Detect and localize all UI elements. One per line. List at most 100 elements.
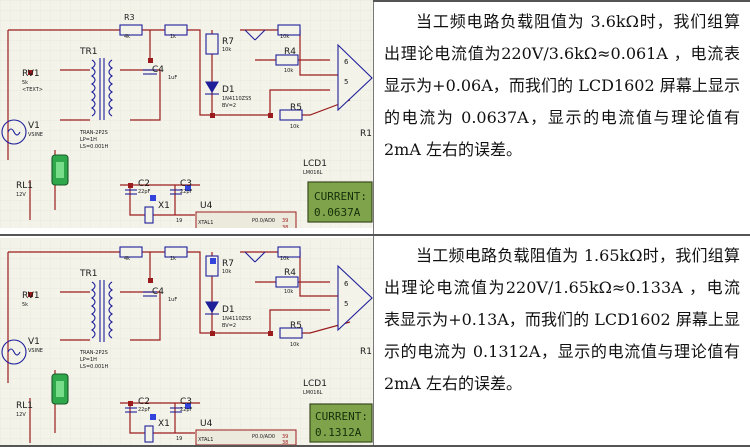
label-r4: R4 (284, 268, 296, 278)
label-r1: R1 (360, 129, 372, 139)
label-pin38: 38 (282, 440, 288, 445)
table-row-separator (0, 234, 750, 236)
label-lcd1: LCD1 (303, 379, 327, 389)
schematic-svg-1: TR1 TRAN-2P2S LP=1H LS=0.001H RV1 5k <TE… (0, 0, 373, 228)
label-c2-val: 22pF (138, 407, 151, 413)
label-c4: C4 (152, 65, 164, 75)
label-tr1: TR1 (79, 47, 97, 57)
schematic-svg-2: TR1 TRAN-2P2S LP=1H LS=0.001H RV1 5k V1 … (0, 238, 373, 445)
label-rv1-val: 5k (22, 80, 28, 86)
table-row-1: TR1 TRAN-2P2S LP=1H LS=0.001H RV1 5k <TE… (0, 0, 740, 228)
label-c4-val: 1uF (168, 75, 177, 81)
table-border-top (0, 0, 750, 2)
label-tr1-model: TRAN-2P2S (79, 130, 108, 136)
description-paragraph-2: 当工频电路负载阻值为 1.65kΩ时，我们组算出理论电流值为220V/1.65k… (384, 246, 740, 393)
table-row-2: TR1 TRAN-2P2S LP=1H LS=0.001H RV1 5k V1 … (0, 238, 750, 447)
label-c3: C3 (180, 397, 192, 407)
label-x1: X1 (158, 201, 170, 211)
label-r3-val: 4k (124, 34, 130, 40)
schematic-image-1: TR1 TRAN-2P2S LP=1H LS=0.001H RV1 5k <TE… (0, 0, 373, 228)
label-pin39: 39 (282, 218, 288, 224)
label-r5-val: 10k (290, 124, 299, 130)
label-d1: D1 (222, 305, 235, 315)
label-pin-5: 5 (344, 78, 348, 86)
label-rv1: RV1 (22, 69, 40, 79)
label-tr1-ls: LS=0.001H (80, 144, 108, 150)
label-p00: P0.0/AD0 (252, 218, 275, 224)
label-rv1-val: 5k (22, 302, 28, 308)
label-c3: C3 (180, 179, 192, 189)
label-pin-6: 6 (344, 280, 349, 288)
label-r7-val: 10k (222, 47, 231, 53)
table-border-bottom (0, 445, 750, 447)
lcd-line-1: CURRENT: (315, 410, 368, 423)
label-d1-model: 1N4110ZS5 (222, 96, 251, 102)
label-d1-bv: BV=2 (222, 323, 236, 329)
label-v1-type: VSINE (28, 348, 43, 354)
label-r2-val: 1k (170, 34, 176, 40)
label-rl1-val: 12V (16, 412, 26, 418)
label-tr1-ls: LS=0.001H (80, 364, 108, 370)
label-tr1: TR1 (79, 269, 97, 279)
label-text-tag: <TEXT> (22, 87, 43, 93)
label-u4: U4 (200, 419, 213, 429)
label-rv1: RV1 (22, 291, 40, 301)
label-r5: R5 (290, 103, 302, 113)
label-rl1: RL1 (16, 181, 33, 191)
label-d1: D1 (222, 85, 235, 95)
label-c3-val: 22pF (180, 407, 193, 413)
label-lcd1-model: LM016L (303, 390, 323, 396)
label-v1-type: VSINE (28, 132, 43, 138)
label-r6-val: 10k (280, 256, 289, 262)
label-c2: C2 (138, 397, 150, 407)
label-xtal1: XTAL1 (198, 437, 213, 443)
label-xtal1: XTAL1 (198, 220, 213, 226)
label-r5-val: 10k (290, 342, 299, 348)
label-rl1-val: 12V (16, 192, 26, 198)
label-pin19: 19 (176, 218, 182, 224)
label-tr1-lp: LP=1H (80, 137, 97, 143)
label-pin19: 19 (176, 436, 182, 442)
lcd-line-2: 0.0637A (314, 206, 361, 219)
label-r4-val: 10k (284, 68, 293, 74)
label-pin39: 39 (282, 434, 288, 440)
label-c4: C4 (152, 287, 164, 297)
label-r4: R4 (284, 47, 296, 57)
label-c2: C2 (138, 179, 150, 189)
label-r4-val: 10k (284, 289, 293, 295)
label-r5: R5 (290, 321, 302, 331)
lcd-line-1: CURRENT: (314, 190, 367, 203)
label-pin-5: 5 (344, 300, 348, 308)
label-r7: R7 (222, 37, 234, 47)
label-c4-val: 1uF (168, 297, 177, 303)
label-pin-6: 6 (344, 58, 349, 66)
label-d1-model: 1N4110ZS5 (222, 316, 251, 322)
description-text-1: 当工频电路负载阻值为 3.6kΩ时，我们组算出理论电流值为220V/3.6kΩ≈… (384, 6, 740, 166)
label-lcd1: LCD1 (303, 159, 327, 169)
label-rl1: RL1 (16, 401, 33, 411)
schematic-image-2: TR1 TRAN-2P2S LP=1H LS=0.001H RV1 5k V1 … (0, 238, 373, 447)
label-u4: U4 (200, 201, 213, 211)
label-tr1-model: TRAN-2P2S (79, 350, 108, 356)
label-pin38: 38 (282, 225, 288, 228)
label-r7: R7 (222, 259, 234, 269)
label-r7-val: 10k (222, 269, 231, 275)
label-r3-val: 4k (124, 256, 130, 262)
label-v1: V1 (28, 121, 40, 131)
label-r3: R3 (124, 13, 135, 22)
lcd-line-2: 0.1312A (315, 426, 362, 439)
label-r2-val: 1k (170, 256, 176, 262)
label-x1: X1 (158, 419, 170, 429)
label-c3-val: 22pF (180, 189, 193, 195)
label-c2-val: 22pF (138, 189, 151, 195)
description-paragraph-1: 当工频电路负载阻值为 3.6kΩ时，我们组算出理论电流值为220V/3.6kΩ≈… (384, 12, 740, 159)
label-r6-val: 10k (280, 34, 289, 40)
label-tr1-lp: LP=1H (80, 357, 97, 363)
label-lcd1-model: LM016L (303, 170, 323, 176)
table-divider (373, 0, 374, 447)
label-v1: V1 (28, 337, 40, 347)
label-d1-bv: BV=2 (222, 103, 236, 109)
label-p00: P0.0/AD0 (252, 434, 275, 440)
description-text-2: 当工频电路负载阻值为 1.65kΩ时，我们组算出理论电流值为220V/1.65k… (384, 240, 740, 400)
